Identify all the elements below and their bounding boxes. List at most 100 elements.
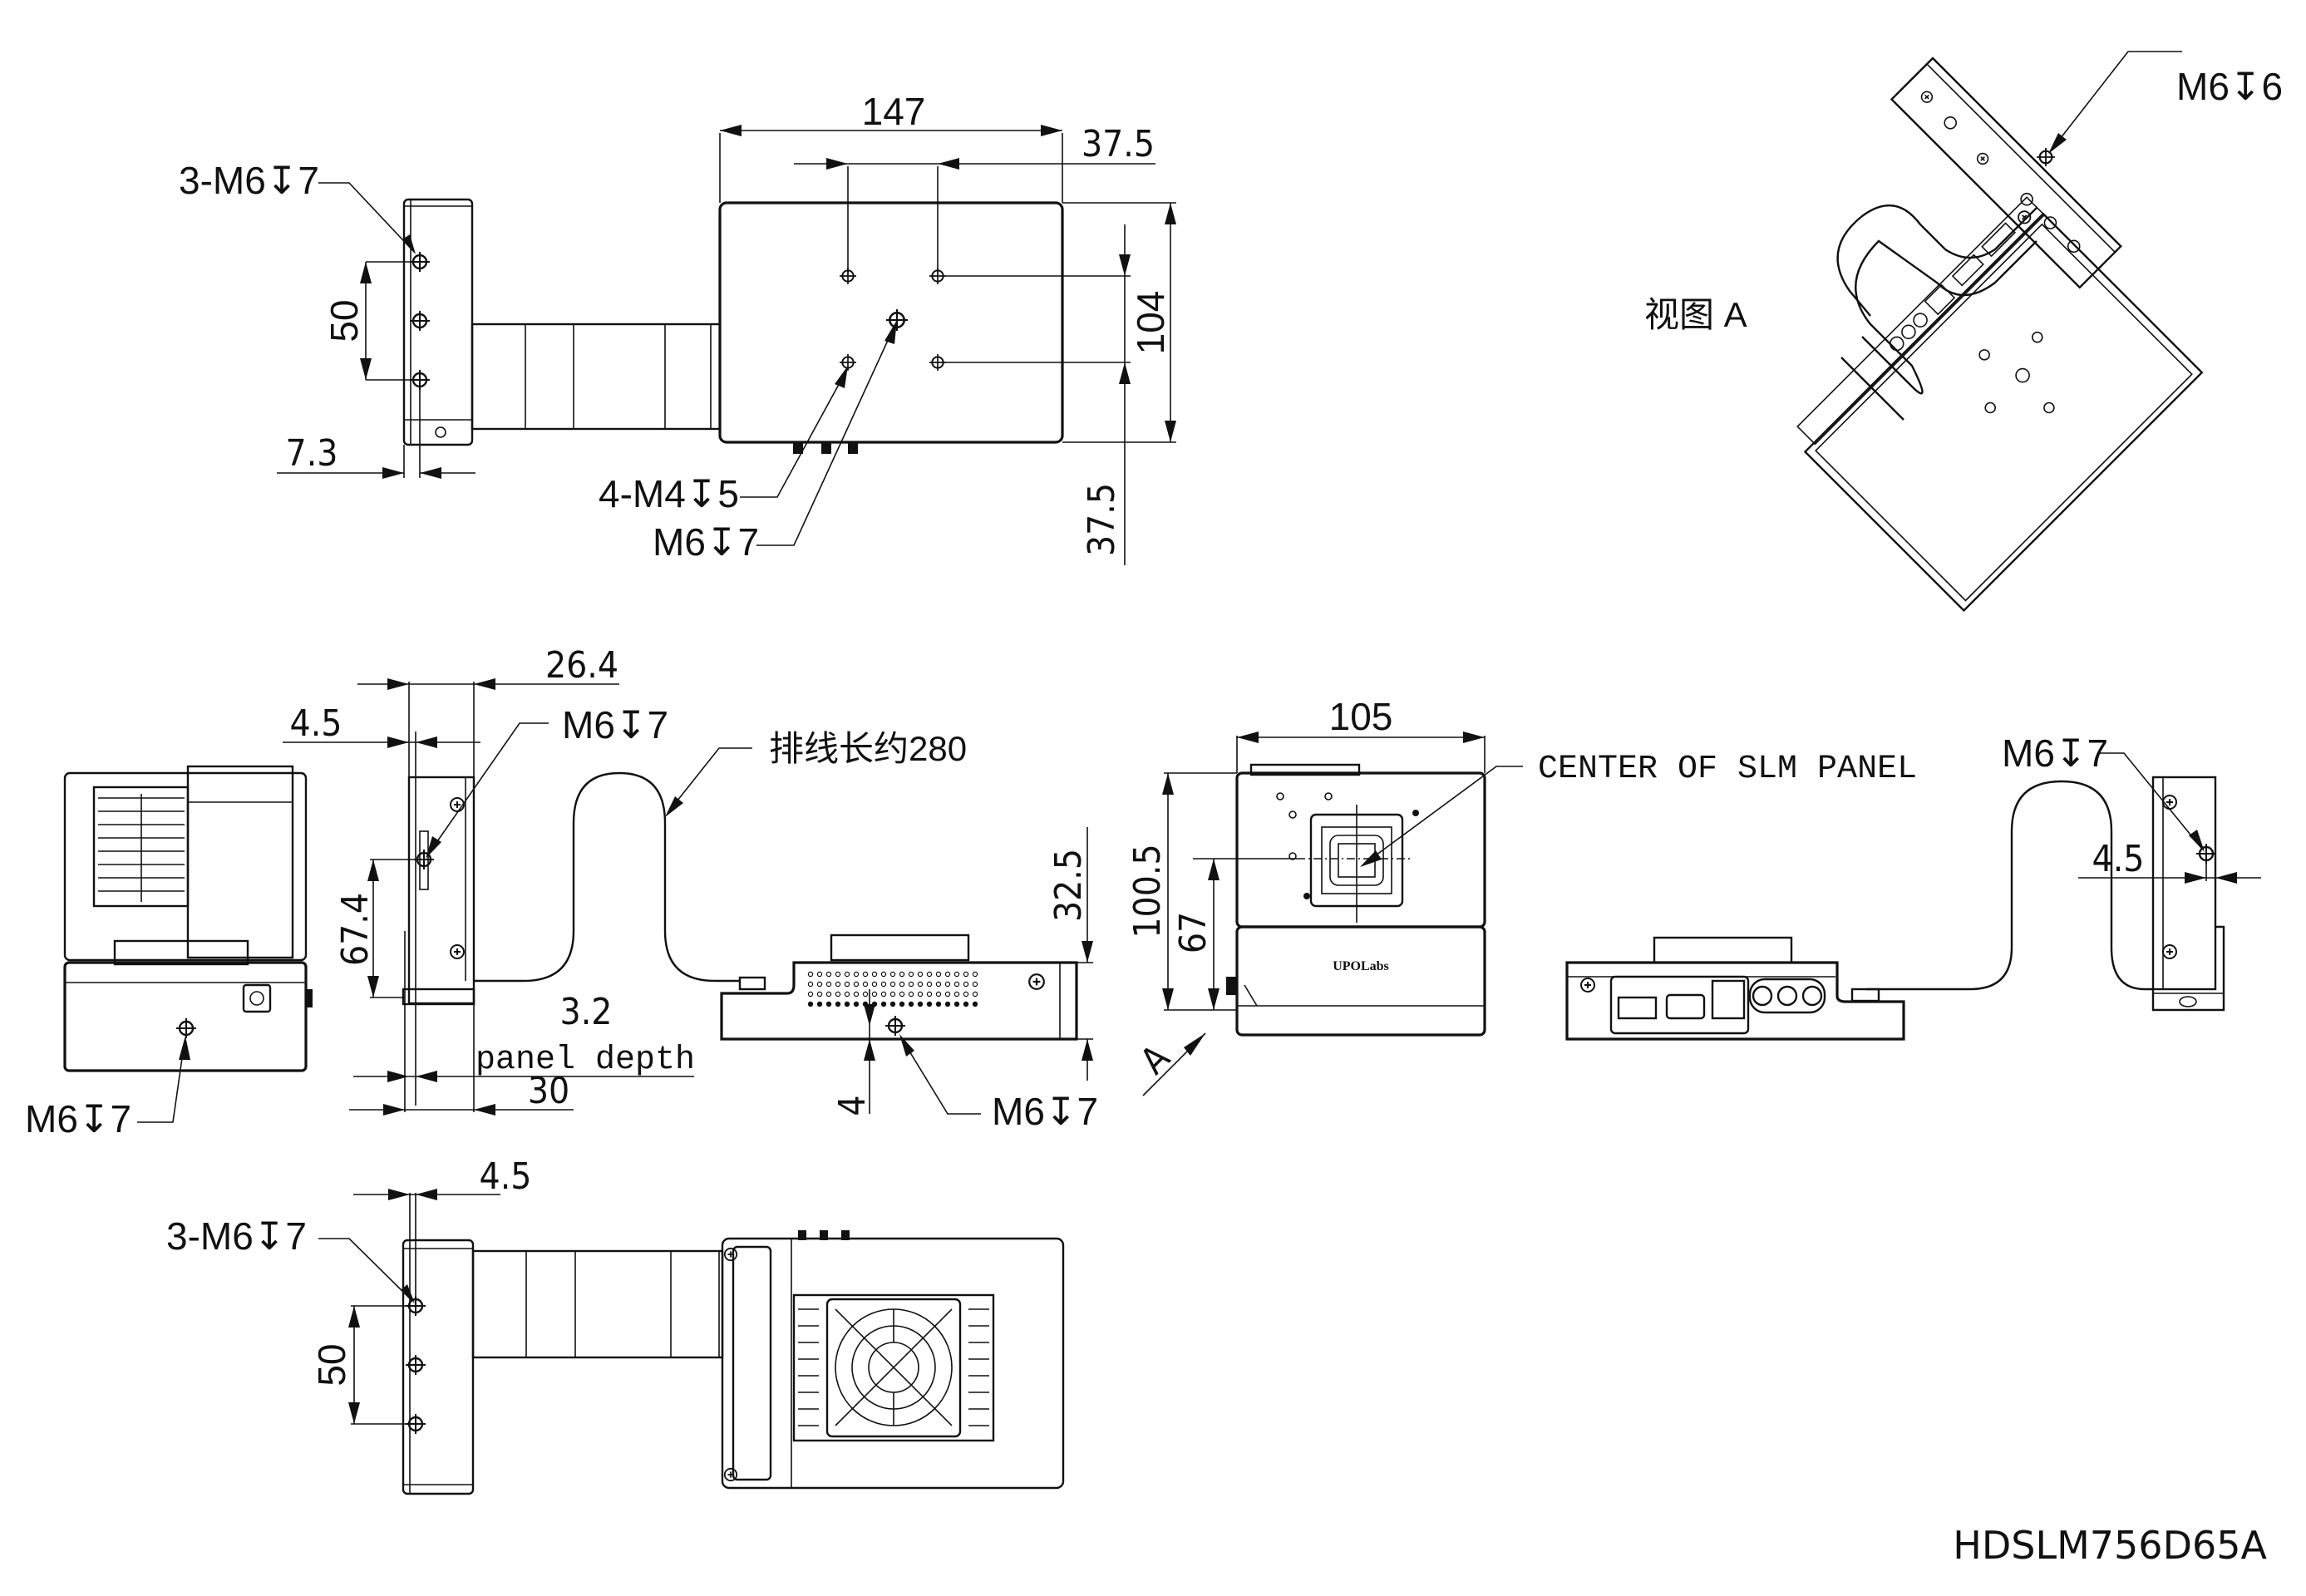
vent-hole — [908, 971, 914, 978]
view-a-bracket — [1890, 57, 2122, 289]
label-side-hole: M6↧7 — [562, 703, 668, 746]
vent-hole — [935, 991, 942, 998]
rear-hole-icon — [176, 1018, 196, 1038]
usb-port — [1617, 996, 1658, 1020]
flex-cable — [471, 323, 722, 431]
power-switch — [242, 983, 272, 1013]
label-view-a: 视图 A — [1644, 295, 1747, 334]
dim-bottom-hole-spacing: 50 — [310, 1343, 353, 1386]
vent-hole — [899, 971, 905, 978]
vent-hole — [963, 971, 969, 978]
vent-hole — [944, 1001, 951, 1007]
vent-hole — [926, 991, 933, 998]
vent-hole — [944, 971, 951, 978]
vent-hole — [963, 981, 969, 988]
vent-hole — [807, 991, 814, 998]
vent-hole — [908, 1001, 914, 1007]
sma-port — [1752, 985, 1773, 1007]
brand-logo: UPOLabs — [1333, 959, 1389, 973]
dim-bracket-plate: 4.5 — [290, 702, 342, 745]
vent-hole — [816, 1001, 823, 1007]
vent-hole — [972, 991, 978, 998]
label-controller-hole: M6↧7 — [992, 1090, 1098, 1133]
mount-hole-icon — [840, 354, 856, 371]
vent-hole — [835, 971, 841, 978]
controller-side-view: 32.5 4 M6↧7 — [720, 827, 1098, 1133]
fan-housing — [792, 1293, 995, 1442]
vent-hole — [862, 981, 869, 988]
vent-hole — [917, 991, 924, 998]
vent-hole — [899, 1001, 905, 1007]
vent-hole — [926, 971, 933, 978]
vent-hole — [899, 991, 905, 998]
label-back-hole: M6↧7 — [2002, 732, 2108, 775]
vent-hole — [807, 971, 814, 978]
vent-hole — [972, 1001, 978, 1007]
vent-hole — [917, 1001, 924, 1007]
vent-hole — [880, 971, 887, 978]
fan-icon — [825, 1298, 962, 1438]
label-view-a-hole: M6↧6 — [2176, 65, 2283, 108]
label-panel-depth: panel depth — [475, 1042, 695, 1079]
controller-body — [718, 201, 1064, 444]
vent-hole — [953, 1001, 960, 1007]
label-bracket-holes: 3-M6↧7 — [179, 159, 319, 202]
vent-hole — [963, 991, 969, 998]
vent-hole — [880, 1001, 887, 1007]
ethernet-port — [1711, 979, 1746, 1020]
dim-hole-height: 67.4 — [334, 893, 377, 966]
vent-hole — [972, 981, 978, 988]
vent-hole — [926, 981, 933, 988]
vent-hole — [944, 981, 951, 988]
dim-width-147: 147 — [862, 90, 926, 133]
vent-hole — [835, 991, 841, 998]
sma-port — [1801, 985, 1823, 1007]
slm-head — [1235, 771, 1486, 929]
dim-panel-depth: 3.2 — [560, 991, 613, 1033]
vent-hole — [963, 1001, 969, 1007]
dim-pitch-x: 37.5 — [1082, 123, 1155, 165]
dim-front-width: 105 — [1329, 695, 1393, 738]
side-view: 26.4 4.5 M6↧7 67.4 3.2 panel depth 30 — [283, 644, 695, 1116]
vent-hole — [825, 991, 832, 998]
vent-hole — [935, 981, 942, 988]
vent-hole — [853, 1001, 860, 1007]
dim-bracket-offset: 7.3 — [286, 432, 338, 475]
flex-cable-middle — [474, 771, 740, 983]
connector-panel — [1609, 975, 1750, 1035]
mount-hole-icon — [929, 354, 946, 371]
vent-hole — [844, 971, 850, 978]
vent-hole — [807, 981, 814, 988]
dim-bracket-depth: 26.4 — [545, 644, 618, 687]
vent-hole — [853, 981, 860, 988]
vent-hole — [862, 971, 869, 978]
vent-hole — [972, 971, 978, 978]
view-a-cable — [1836, 204, 2037, 421]
vent-hole — [926, 1001, 933, 1007]
vent-hole — [899, 981, 905, 988]
vent-hole — [953, 971, 960, 978]
view-a-body — [1803, 212, 2204, 613]
label-bottom-bracket-holes: 3-M6↧7 — [166, 1214, 307, 1258]
vent-hole — [816, 971, 823, 978]
vent-hole — [935, 971, 942, 978]
vent-hole — [889, 1001, 896, 1007]
vent-hole — [917, 971, 924, 978]
dim-height-104: 104 — [1129, 291, 1172, 355]
front-view: UPOLabs 105 CENTER OF SLM PANEL 100.5 67… — [1126, 695, 1917, 1096]
part-number: HDSLM756D65A — [1953, 1523, 2267, 1568]
vent-hole — [835, 1001, 841, 1007]
label-small-holes: 4-M4↧5 — [599, 472, 739, 515]
vent-hole — [825, 1001, 832, 1007]
vent-hole — [935, 1001, 942, 1007]
vent-hole — [844, 981, 850, 988]
vent-hole — [953, 991, 960, 998]
vent-holes — [807, 971, 978, 1007]
dim-bottom-plate-offset: 4.5 — [480, 1155, 532, 1198]
vent-hole — [880, 991, 887, 998]
right-bracket-view: M6↧7 4.5 — [2002, 732, 2261, 1012]
view-a: M6↧6 视图 A — [1644, 51, 2283, 613]
rear-view: M6↧7 — [25, 765, 313, 1140]
dim-back-plate-offset: 4.5 — [2092, 838, 2145, 880]
bottom-hole-icon — [406, 1355, 426, 1375]
